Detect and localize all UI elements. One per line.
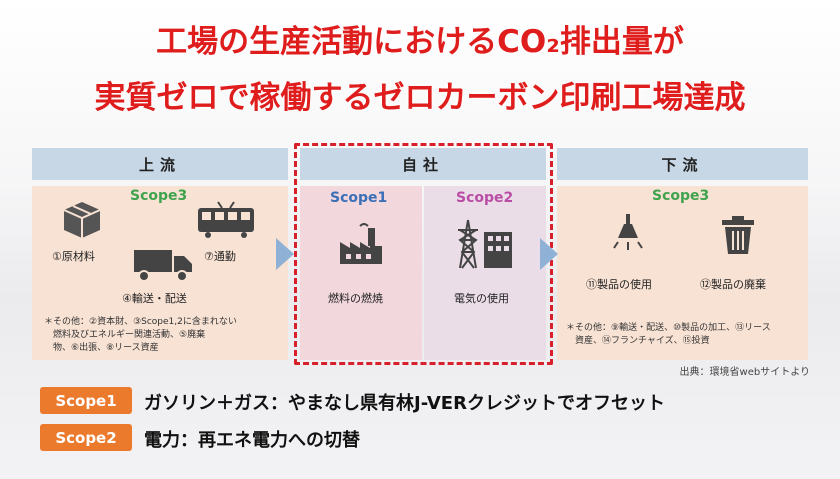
truck-icon [134,250,192,282]
downstream-panel [557,186,808,360]
downstream-scope3-label: Scope3 [652,188,710,204]
flow-arrow-right-icon [276,238,294,270]
scope2-badge: Scope2 [40,424,132,451]
own-company-header: 自社 [300,148,546,180]
item-raw-materials: ①原材料 [52,250,95,263]
scope2-switch-text: 電力：再エネ電力への切替 [144,430,360,451]
scope2-label: Scope2 [456,190,514,206]
source-credit: 出典：環境省webサイトより [679,367,810,378]
headline-line-1: 工場の生産活動におけるCO₂排出量が [156,24,684,60]
scope1-panel [300,186,422,360]
item-electricity-use: 電気の使用 [454,292,509,305]
lamp-icon [613,214,643,250]
scope1-badge: Scope1 [40,387,132,414]
scope2-panel [424,186,546,360]
downstream-other-note: ＊その他：⑨輸送・配送、⑩製品の加工、⑬リース 資産、⑭フランチャイズ、⑮投資 [566,323,771,346]
box-icon [63,202,101,238]
downstream-header: 下流 [557,148,808,180]
upstream-header: 上流 [32,148,288,180]
train-icon [198,201,254,238]
scope1-label: Scope1 [330,190,388,206]
flow-arrow-right-icon [540,238,558,270]
power-tower-building-icon [458,219,512,269]
factory-icon [340,223,382,264]
headline-line-2: 実質ゼロで稼働するゼロカーボン印刷工場達成 [94,80,746,116]
upstream-other-note: ＊その他：②資本財、③Scope1,2に含まれない 燃料及びエネルギー関連活動、… [44,317,237,353]
item-commute: ⑦通勤 [204,250,236,263]
item-product-disposal: ⑫製品の廃棄 [700,278,766,291]
scope1-offset-text: ガソリン＋ガス：やまなし県有林J-VERクレジットでオフセット [144,393,665,414]
item-fuel-combustion: 燃料の燃焼 [328,292,383,305]
upstream-scope3-label: Scope3 [130,188,188,204]
trash-can-icon [722,216,754,254]
item-transport: ④輸送・配送 [122,292,187,305]
item-product-use: ⑪製品の使用 [586,278,652,291]
